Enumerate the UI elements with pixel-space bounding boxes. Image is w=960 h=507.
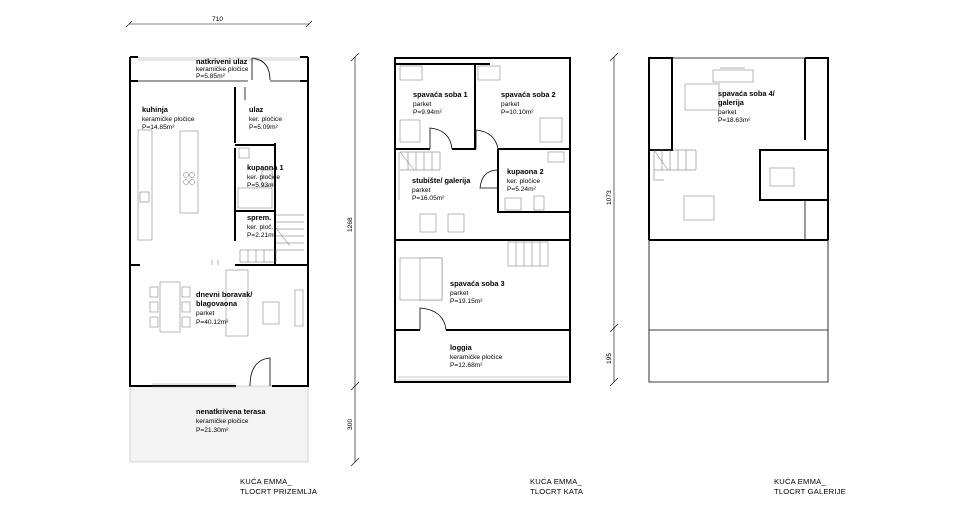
room-label-loggia: loggia keramičke pločice P=12.68m² xyxy=(450,343,503,369)
svg-text:P=5.93m²: P=5.93m² xyxy=(247,182,277,189)
svg-text:parket: parket xyxy=(501,101,519,108)
svg-text:ker. ploč.: ker. ploč. xyxy=(247,224,274,231)
gallery-caption-line2: TLOCRT GALERIJE xyxy=(774,487,846,496)
room-label-bathroom-1: kupaona 1 ker. pločice P=5.93m² xyxy=(247,163,284,189)
svg-text:keramičke pločice: keramičke pločice xyxy=(196,418,249,425)
gallery-height-lower: 195 xyxy=(606,353,613,364)
first-walls xyxy=(394,57,571,383)
room-label-bedroom-4-gallery: spavaća soba 4/ galerija parket P=18.63m… xyxy=(718,89,775,124)
svg-text:galerija: galerija xyxy=(718,98,745,107)
svg-text:parket: parket xyxy=(196,310,214,317)
svg-text:P=21.30m²: P=21.30m² xyxy=(196,427,229,434)
gallery-plan: spavaća soba 4/ galerija parket P=18.63m… xyxy=(648,57,846,496)
svg-text:keramičke pločice: keramičke pločice xyxy=(196,66,249,73)
svg-text:P=9.94m²: P=9.94m² xyxy=(413,109,443,116)
svg-text:ulaz: ulaz xyxy=(249,105,264,114)
svg-text:parket: parket xyxy=(718,109,736,116)
svg-text:blagovaona: blagovaona xyxy=(196,299,238,308)
svg-text:P=2.21m²: P=2.21m² xyxy=(247,232,277,239)
height-dimension-terrace: 300 xyxy=(347,419,354,430)
room-label-kitchen: kuhinja keramičke pločice P=14.85m² xyxy=(142,105,195,131)
bathroom-1-fixtures xyxy=(237,147,273,209)
svg-text:natkriveni ulaz: natkriveni ulaz xyxy=(196,57,248,66)
gallery-caption-line1: KUĆA EMMA_ xyxy=(774,477,826,486)
svg-text:P=10.10m²: P=10.10m² xyxy=(501,109,534,116)
svg-text:parket: parket xyxy=(412,187,430,194)
room-label-bedroom-2: spavaća soba 2 parket P=10.10m² xyxy=(501,90,556,116)
svg-text:keramičke pločice: keramičke pločice xyxy=(450,354,503,361)
room-label-entrance: ulaz ker. pločice P=5.09m² xyxy=(249,105,282,131)
first-caption-line1: KUĆA EMMA_ xyxy=(530,477,582,486)
room-label-storage: sprem. ker. ploč. P=2.21m² xyxy=(247,213,277,239)
height-dimension: 1268 300 xyxy=(347,52,360,467)
svg-text:spavaća soba 2: spavaća soba 2 xyxy=(501,90,556,99)
ground-caption-line2: TLOCRT PRIZEMLJA xyxy=(240,487,318,496)
kitchen-furniture xyxy=(137,129,199,241)
height-dimension-main: 1268 xyxy=(347,217,354,232)
svg-text:nenatkrivena terasa: nenatkrivena terasa xyxy=(196,407,266,416)
first-floor-plan: spavaća soba 1 parket P=9.94m² spavaća s… xyxy=(394,57,584,496)
svg-text:spavaća soba 3: spavaća soba 3 xyxy=(450,279,505,288)
first-caption-line2: TLOCRT KATA xyxy=(530,487,584,496)
room-label-bedroom-1: spavaća soba 1 parket P=9.94m² xyxy=(413,90,468,116)
svg-text:keramičke pločice: keramičke pločice xyxy=(142,116,195,123)
svg-text:P=18.63m²: P=18.63m² xyxy=(718,117,751,124)
gallery-furniture xyxy=(653,67,795,221)
ground-caption-line1: KUĆA EMMA_ xyxy=(240,477,292,486)
first-furniture xyxy=(398,65,565,301)
svg-text:P=14.85m²: P=14.85m² xyxy=(142,124,175,131)
svg-text:kupaona 2: kupaona 2 xyxy=(507,167,544,176)
room-label-living-dining: dnevni boravak/ blagovaona parket P=40.1… xyxy=(196,290,252,326)
svg-text:P=5.09m²: P=5.09m² xyxy=(249,124,279,131)
svg-text:P=12.68m²: P=12.68m² xyxy=(450,362,483,369)
room-label-staircase-gallery: stubište/ galerija parket P=16.05m² xyxy=(412,176,471,202)
svg-text:P=5.24m²: P=5.24m² xyxy=(507,186,537,193)
svg-text:P=16.05m²: P=16.05m² xyxy=(412,195,445,202)
room-label-covered-entrance: natkriveni ulaz keramičke pločice P=5.85… xyxy=(196,57,249,80)
living-furniture xyxy=(149,260,304,337)
svg-text:parket: parket xyxy=(450,290,468,297)
width-dimension-label: 710 xyxy=(212,16,223,23)
gallery-height-main: 1073 xyxy=(606,190,613,205)
svg-text:stubište/ galerija: stubište/ galerija xyxy=(412,176,471,185)
svg-text:dnevni boravak/: dnevni boravak/ xyxy=(196,290,252,299)
svg-text:sprem.: sprem. xyxy=(247,213,271,222)
width-dimension: 710 xyxy=(125,16,313,28)
ground-walls xyxy=(129,56,309,388)
svg-text:ker. pločice: ker. pločice xyxy=(249,116,282,123)
svg-text:spavaća soba 4/: spavaća soba 4/ xyxy=(718,89,775,98)
svg-text:parket: parket xyxy=(413,101,431,108)
room-label-bedroom-3: spavaća soba 3 parket P=19.15m² xyxy=(450,279,505,305)
svg-text:P=5.85m²: P=5.85m² xyxy=(196,73,226,80)
ground-floor-plan: 710 xyxy=(125,16,318,496)
svg-text:ker. pločice: ker. pločice xyxy=(247,174,280,181)
room-label-bathroom-2: kupaona 2 ker. pločice P=5.24m² xyxy=(507,167,544,193)
svg-text:kupaona 1: kupaona 1 xyxy=(247,163,284,172)
svg-text:P=40.12m²: P=40.12m² xyxy=(196,319,229,326)
svg-text:spavaća soba 1: spavaća soba 1 xyxy=(413,90,468,99)
svg-text:P=19.15m²: P=19.15m² xyxy=(450,298,483,305)
svg-text:kuhinja: kuhinja xyxy=(142,105,169,114)
gallery-height-dimension: 1073 195 xyxy=(606,52,619,387)
room-label-uncovered-terrace: nenatkrivena terasa keramičke pločice P=… xyxy=(196,407,266,434)
ground-stair xyxy=(239,214,304,263)
svg-text:loggia: loggia xyxy=(450,343,473,352)
terrace-area xyxy=(129,385,309,463)
svg-text:ker. pločice: ker. pločice xyxy=(507,178,540,185)
